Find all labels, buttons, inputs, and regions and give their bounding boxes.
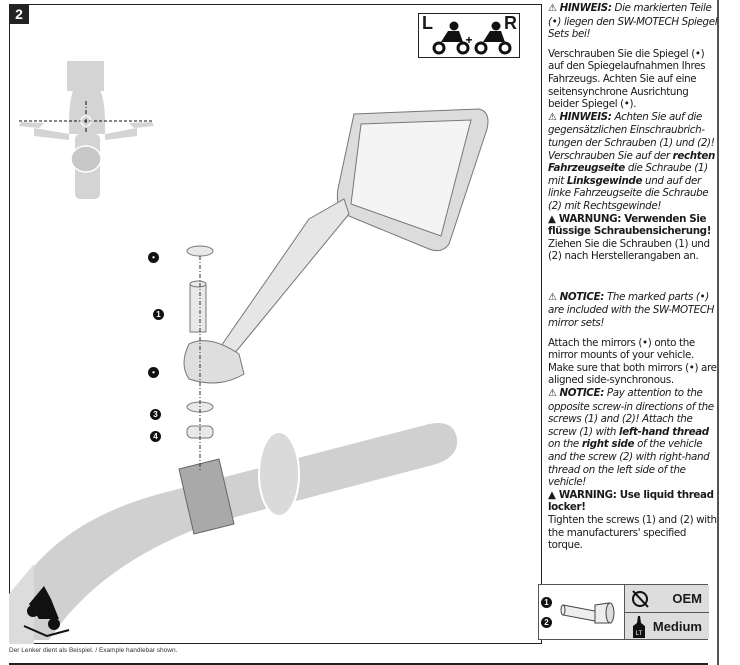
torque-value: OEM (672, 591, 702, 606)
thread-locker-bottle-icon: LT (633, 615, 645, 638)
thread-locker-row: LT Medium (625, 612, 709, 640)
callout-marked-part: • (148, 245, 159, 264)
bottom-rule (9, 663, 708, 665)
mirror-installation-diagram (9, 61, 489, 644)
german-notice-2: ⚠ HINWEIS: Achten Sie auf die gegensätzl… (548, 110, 715, 212)
left-right-side-badge: L R + (418, 13, 520, 58)
callout-marked-part: • (148, 360, 159, 379)
german-warning: ▲ WARNUNG: Verwenden Sie flüssige Schrau… (548, 212, 712, 238)
motorcycle-on-stand-icon (23, 586, 70, 638)
english-notice-1: ⚠ NOTICE: The marked parts (•) are inclu… (548, 290, 715, 330)
english-body: Attach the mirrors (•) onto the mirror m… (548, 336, 717, 387)
step-number-badge: 2 (9, 4, 29, 24)
locker-value: Medium (652, 619, 702, 634)
torque-spec-table: 1 2 OEM LT Medium (538, 584, 709, 640)
handlebar (9, 423, 458, 640)
right-label: R (504, 13, 517, 33)
english-warning: ▲ WARNING: Use liquid thread locker! (548, 488, 714, 514)
callout-4: 4 (150, 424, 161, 443)
motorcycle-top-view (19, 61, 154, 199)
motorcycle-rider-icons: + (432, 21, 512, 55)
plus-sign: + (465, 33, 472, 47)
left-label: L (422, 13, 433, 33)
callout-3: 3 (150, 402, 161, 421)
no-torque-wrench-icon (632, 589, 649, 608)
german-body: Verschrauben Sie die Spiegel (•) auf den… (548, 47, 706, 111)
figure-caption: Der Lenker dient als Beispiel. / Example… (9, 647, 178, 654)
english-notice-2: ⚠ NOTICE: Pay attention to the opposite … (548, 387, 714, 489)
part-1-label: 1 (541, 597, 552, 608)
column-divider (717, 0, 719, 665)
mirror (183, 108, 489, 384)
german-notice-1: ⚠ HINWEIS: Die markierten Teile (•) lieg… (548, 2, 718, 41)
locker-label: LT (636, 631, 643, 637)
instructions-column: ⚠ HINWEIS: Die markierten Teile (•) lieg… (548, 2, 718, 552)
torque-row: OEM (625, 585, 709, 612)
callout-1: 1 (153, 302, 164, 321)
english-torque: Tighten the screws (1) and (2) with the … (548, 513, 717, 552)
illustration-frame (9, 4, 542, 644)
part-2-label: 2 (541, 617, 552, 628)
german-torque: Ziehen Sie die Schrauben (1) und (2) nac… (548, 237, 710, 263)
screw-icon (560, 602, 615, 624)
exploded-parts (186, 245, 214, 439)
